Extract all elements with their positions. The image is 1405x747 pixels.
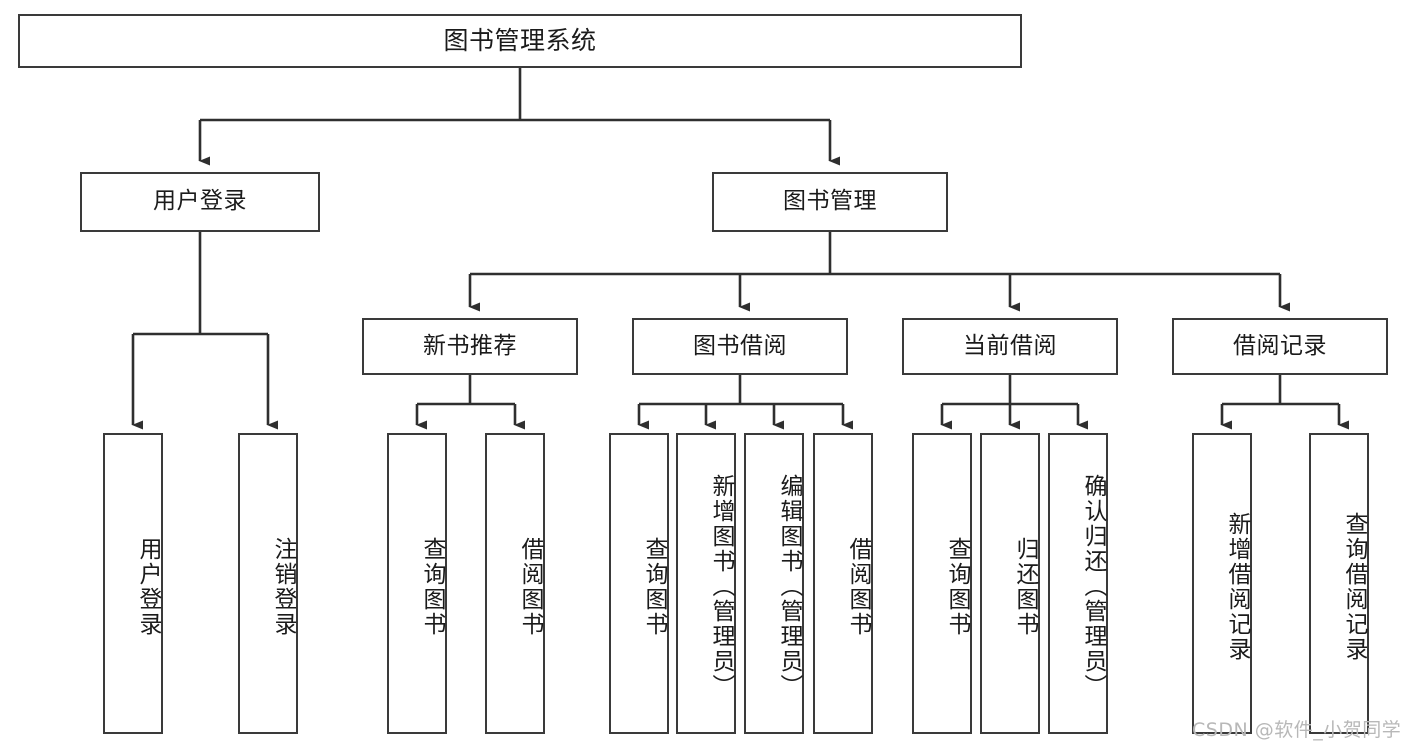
leaf-query-book-current[interactable]: 查询图书 [912,433,972,734]
leaf-query-book-recommend[interactable]: 查询图书 [387,433,447,734]
node-label: 确认归还（管理员） [1080,474,1106,699]
node-book-borrow[interactable]: 图书借阅 [632,318,848,375]
node-book-management[interactable]: 图书管理 [712,172,948,232]
node-label: 查询借阅记录 [1341,511,1367,662]
node-label: 用户登录 [153,188,247,215]
node-user-login[interactable]: 用户登录 [80,172,320,232]
leaf-borrow-book[interactable]: 借阅图书 [813,433,873,734]
leaf-query-borrow-record[interactable]: 查询借阅记录 [1309,433,1369,734]
node-label: 新增图书（管理员） [708,474,734,699]
node-root-book-management-system[interactable]: 图书管理系统 [18,14,1022,68]
leaf-user-login[interactable]: 用户登录 [103,433,163,734]
leaf-return-book[interactable]: 归还图书 [980,433,1040,734]
node-label: 当前借阅 [963,332,1057,359]
node-label: 注销登录 [270,536,296,637]
node-label: 编辑图书（管理员） [776,474,802,699]
node-label: 新书推荐 [423,332,517,359]
node-label: 图书管理 [783,188,877,215]
node-label: 查询图书 [641,536,667,637]
node-label: 查询图书 [419,536,445,637]
node-label: 新增借阅记录 [1224,511,1250,662]
node-label: 借阅图书 [845,536,871,637]
leaf-logout[interactable]: 注销登录 [238,433,298,734]
node-label: 借阅记录 [1233,332,1327,359]
node-borrow-record[interactable]: 借阅记录 [1172,318,1388,375]
leaf-confirm-return-admin[interactable]: 确认归还（管理员） [1048,433,1108,734]
leaf-query-book-borrow[interactable]: 查询图书 [609,433,669,734]
node-new-book-recommend[interactable]: 新书推荐 [362,318,578,375]
leaf-borrow-book-recommend[interactable]: 借阅图书 [485,433,545,734]
node-label: 图书借阅 [693,332,787,359]
node-label: 图书管理系统 [443,26,597,56]
node-current-borrow[interactable]: 当前借阅 [902,318,1118,375]
node-label: 用户登录 [135,536,161,637]
node-label: 查询图书 [944,536,970,637]
leaf-add-book-admin[interactable]: 新增图书（管理员） [676,433,736,734]
leaf-edit-book-admin[interactable]: 编辑图书（管理员） [744,433,804,734]
node-label: 借阅图书 [517,536,543,637]
leaf-add-borrow-record[interactable]: 新增借阅记录 [1192,433,1252,734]
csdn-watermark: CSDN @软件_小贺同学 [1192,719,1402,741]
node-label: 归还图书 [1012,536,1038,637]
